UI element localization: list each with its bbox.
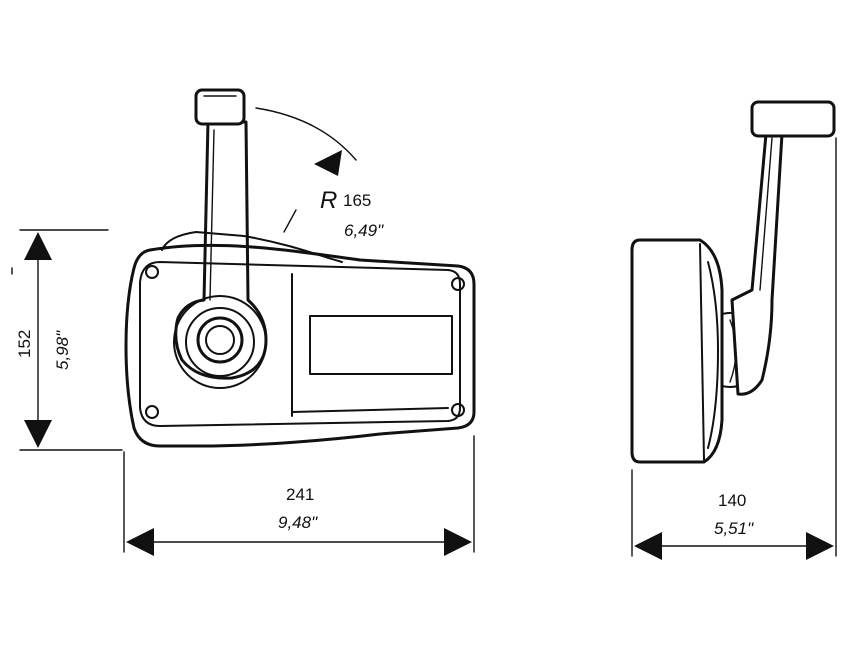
side-lever-knob <box>750 100 836 138</box>
height-arrow-bottom <box>24 420 52 448</box>
width-dimension: 241 9,48" <box>123 435 475 556</box>
side-view <box>630 100 836 464</box>
lever-arm <box>174 120 268 380</box>
width-mm: 241 <box>286 485 314 504</box>
hub-outer-ring <box>173 295 267 389</box>
depth-mm: 140 <box>718 491 746 510</box>
hub-middle-ring <box>185 307 255 377</box>
depth-dimension: 140 5,51" <box>631 137 837 560</box>
side-body-lip <box>707 261 719 449</box>
width-arrow-right <box>444 528 472 556</box>
radius-inch: 6,49" <box>344 221 384 240</box>
radius-arrowhead <box>314 150 342 176</box>
side-body-face <box>699 243 705 461</box>
radius-leader <box>283 209 297 233</box>
housing-top-rim <box>161 231 343 263</box>
radius-symbol: R <box>320 187 337 214</box>
screw-top-left <box>145 265 159 279</box>
radius-indicator: R 165 6,49" <box>255 107 384 240</box>
side-lever <box>730 132 784 396</box>
hub-boss <box>196 316 244 364</box>
height-arrow-top <box>24 232 52 260</box>
depth-arrow-left <box>634 532 662 560</box>
label-plate <box>309 315 453 375</box>
height-inch: 5,98" <box>53 330 72 370</box>
screw-bottom-left <box>145 405 159 419</box>
screw-bottom-right <box>451 403 465 417</box>
radius-arc <box>255 107 357 161</box>
front-view <box>124 88 476 448</box>
depth-arrow-right <box>806 532 834 560</box>
depth-inch: 5,51" <box>714 519 754 538</box>
side-lever-edge <box>759 137 773 291</box>
housing-inner-panel <box>139 261 461 427</box>
hub-bore <box>205 325 235 355</box>
panel-shelf <box>291 407 449 413</box>
height-mm: 152 <box>15 330 34 358</box>
height-dimension: 152 5,98" <box>11 229 123 451</box>
lever-knob <box>194 88 246 126</box>
radius-mm: 165 <box>343 191 371 210</box>
screw-top-right <box>451 277 465 291</box>
width-inch: 9,48" <box>278 513 318 532</box>
lever-arm-edge <box>209 129 215 301</box>
housing-outline <box>124 243 476 448</box>
width-arrow-left <box>126 528 154 556</box>
side-body <box>630 238 724 464</box>
